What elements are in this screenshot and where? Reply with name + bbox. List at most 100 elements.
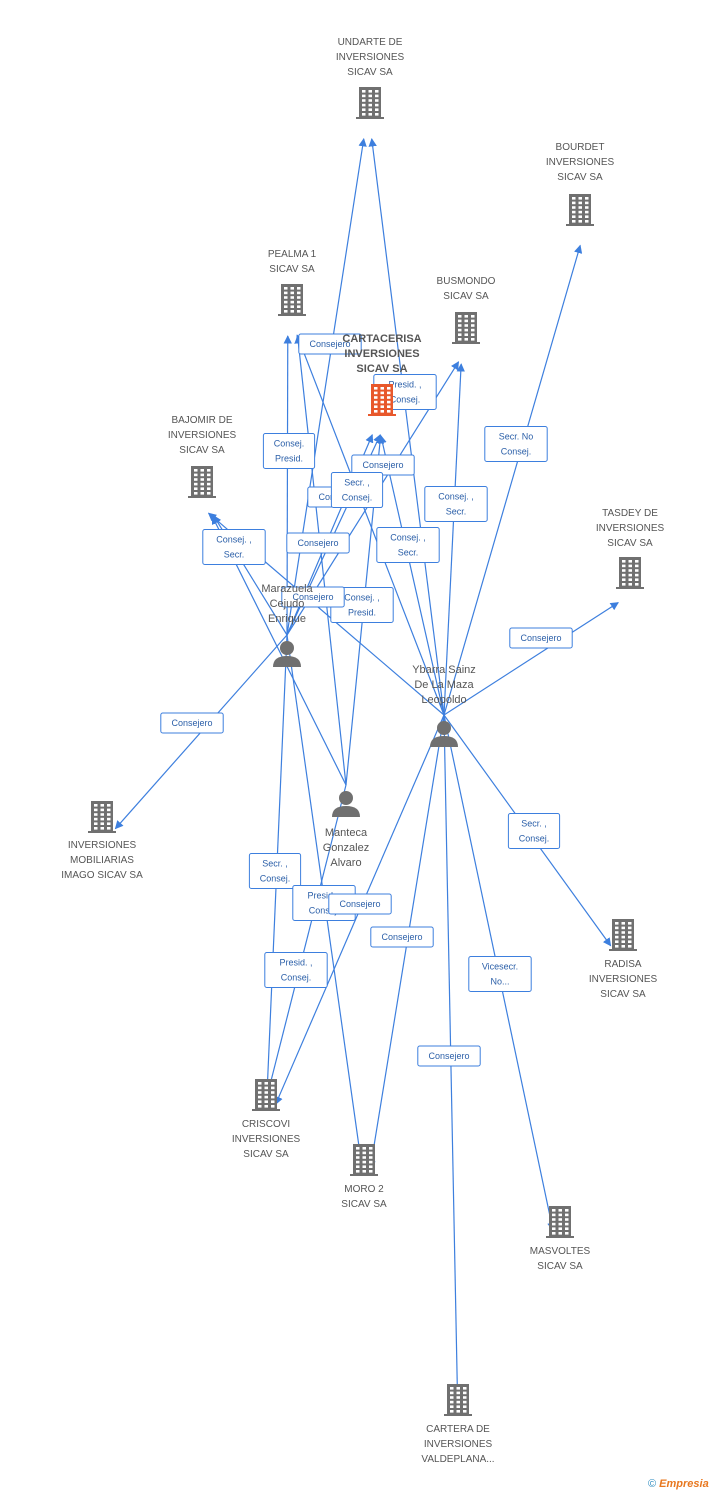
building-window [258,1086,262,1090]
building-window [621,935,625,939]
building-window [456,1391,460,1395]
node-cartera[interactable]: CARTERA DEINVERSIONESVALDEPLANA... [421,1384,495,1465]
building-window [464,333,468,336]
edge-label[interactable]: Consejero [417,1045,481,1067]
building-window [565,1218,569,1221]
building-window [207,482,211,486]
node-busmondo[interactable]: BUSMONDO SICAV SA [437,276,496,344]
building-window [628,583,632,586]
node-label: Gonzalez [323,842,369,854]
edge-label[interactable]: Consej. ,Secr. [202,529,266,565]
edge-label[interactable]: Consejero [160,712,224,734]
building-window [458,319,462,323]
edge-label-text: Consej. , [438,492,474,502]
node-label: SICAV SA [443,291,489,302]
building-window [375,90,379,93]
building-window [450,1387,454,1390]
building-window [369,1165,373,1168]
building-window [615,926,619,930]
edge-label[interactable]: Consej. ,Presid. [330,587,394,623]
edge-label-box [424,486,488,522]
edge-label[interactable]: Consej.Presid. [262,433,316,469]
building-window [362,1156,366,1159]
building-window [362,1160,366,1164]
building-window [552,1209,556,1212]
building-window [471,315,475,318]
edge-label-box [298,333,362,355]
edge-label[interactable]: Consej. ,Secr. [424,486,488,522]
building-window [374,391,378,395]
edge-label[interactable]: Presid. ,Consej. [264,952,328,988]
building-window [558,1232,562,1235]
building-window [362,94,366,98]
node-label: IMAGO SICAV SA [61,870,143,881]
building-window [565,1213,569,1217]
edge-label[interactable]: Secr. ,Consej. [330,472,384,508]
building-window [264,1082,268,1085]
footer-brand[interactable]: © Empresia [648,1478,728,1498]
edge-ybarra-to-tasdey [443,602,619,716]
edge-ybarra-to-busmondo [443,363,465,716]
building-window [100,804,104,807]
building-window [271,1082,275,1085]
edge-label[interactable]: Consejero [286,532,350,554]
edge-label-box [202,529,266,565]
building-icon [252,1079,280,1111]
edge-label[interactable]: Consejero [509,627,573,649]
node-label: UNDARTE DE [338,37,403,48]
building-window [271,1091,275,1094]
building-window [463,1405,467,1408]
node-label: Manteca [325,827,368,839]
building-window [572,197,576,200]
building-window [464,328,468,332]
building-window [290,305,294,308]
node-label: CARTERA DE [426,1424,490,1435]
edge-label[interactable]: Secr. ,Consej. [507,813,561,849]
building-window [458,324,462,327]
building-window [284,310,288,313]
building-window [615,922,619,925]
edge-label-text: Secr. , [262,859,288,869]
building-window [369,1156,373,1159]
edge-label-text: Consej. [390,395,421,405]
person-body [430,736,458,747]
edge-label-text: Consejero [362,460,403,470]
building-window [615,931,619,934]
building-base [88,831,116,833]
building-window [356,1165,360,1168]
edge-label[interactable]: Vicesecr.No... [468,956,532,992]
node-label: BUSMONDO [437,276,496,287]
node-label: INVERSIONES [232,1134,301,1145]
building-window [585,206,589,209]
person-icon [332,791,360,817]
edge-label[interactable]: Consejero [298,333,362,355]
building-window [458,328,462,332]
edge-label[interactable]: Consejero [281,586,345,608]
building-window [622,569,626,572]
building-window [585,201,589,205]
edge-label[interactable]: Secr. ,Consej. [248,853,302,889]
edge-label-text: Secr. , [521,819,547,829]
edge-marazuela-to-undarte [286,137,367,636]
building-base [368,414,396,416]
edge-label[interactable]: Consejero [328,893,392,915]
node-label: INVERSIONES [168,430,237,441]
node-label: BAJOMIR DE [171,415,232,426]
edge-label[interactable]: Consej. ,Secr. [376,527,440,563]
edge-label[interactable]: Consejero [370,926,434,948]
